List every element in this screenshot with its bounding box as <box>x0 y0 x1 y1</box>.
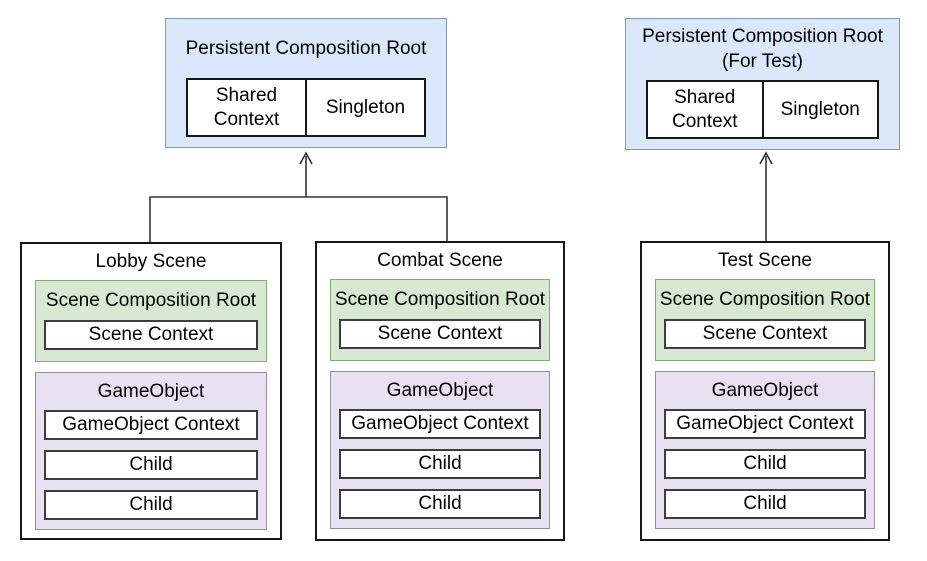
scene-composition-root-title: Scene Composition Root <box>334 288 546 310</box>
singleton-cell: Singleton <box>305 80 424 135</box>
combat-scene-box: Combat Scene Scene Composition Root Scen… <box>315 241 565 541</box>
scene-title: Lobby Scene <box>95 251 207 272</box>
persistent-root-title-line1: Persistent Composition Root <box>185 38 427 60</box>
game-object-box: GameObject GameObject Context Child Chil… <box>330 371 550 529</box>
persistent-root-for-test-title: Persistent Composition Root (For Test) <box>626 19 899 80</box>
child-box: Child <box>339 449 541 479</box>
scene-context-box: Scene Context <box>44 320 258 350</box>
persistent-root-title: Persistent Composition Root <box>166 19 446 80</box>
test-scene-box: Test Scene Scene Composition Root Scene … <box>640 241 890 541</box>
scene-composition-root-box: Scene Composition Root Scene Context <box>35 280 267 362</box>
shared-context-cell: Shared Context <box>672 86 738 132</box>
persistent-root-for-test-title-line2: (For Test) <box>722 50 803 72</box>
shared-context-cell: Shared Context <box>213 84 280 130</box>
arrowhead-open-right <box>759 151 773 165</box>
shared-context-table: Shared Context Singleton <box>186 78 426 137</box>
game-object-title: GameObject <box>711 379 819 401</box>
game-object-box: GameObject GameObject Context Child Chil… <box>655 371 875 529</box>
child-box: Child <box>664 489 866 519</box>
game-object-context-box: GameObject Context <box>664 409 866 439</box>
game-object-title: GameObject <box>97 380 205 402</box>
scene-composition-root-title: Scene Composition Root <box>659 288 871 310</box>
scene-title: Combat Scene <box>377 250 503 271</box>
persistent-composition-root-box: Persistent Composition Root Shared Conte… <box>165 18 447 148</box>
shared-context-table-for-test: Shared Context Singleton <box>646 80 879 139</box>
scene-context-box: Scene Context <box>664 319 866 349</box>
lobby-scene-box: Lobby Scene Scene Composition Root Scene… <box>20 242 282 540</box>
game-object-box: GameObject GameObject Context Child Chil… <box>35 372 267 530</box>
scene-composition-root-box: Scene Composition Root Scene Context <box>330 279 550 361</box>
singleton-cell: Singleton <box>761 82 878 137</box>
child-box: Child <box>339 489 541 519</box>
child-box: Child <box>44 490 258 520</box>
child-box: Child <box>664 449 866 479</box>
connector-bracket-lobby-combat <box>149 196 448 243</box>
scene-title: Test Scene <box>718 250 812 271</box>
game-object-context-box: GameObject Context <box>339 409 541 439</box>
game-object-title: GameObject <box>386 379 494 401</box>
arrowhead-open-left <box>299 151 313 165</box>
scene-composition-root-box: Scene Composition Root Scene Context <box>655 279 875 361</box>
game-object-context-box: GameObject Context <box>44 410 258 440</box>
persistent-composition-root-for-test-box: Persistent Composition Root (For Test) S… <box>625 18 900 150</box>
scene-context-box: Scene Context <box>339 319 541 349</box>
persistent-root-for-test-title-line1: Persistent Composition Root <box>642 25 883 47</box>
child-box: Child <box>44 450 258 480</box>
scene-composition-root-title: Scene Composition Root <box>45 289 257 311</box>
